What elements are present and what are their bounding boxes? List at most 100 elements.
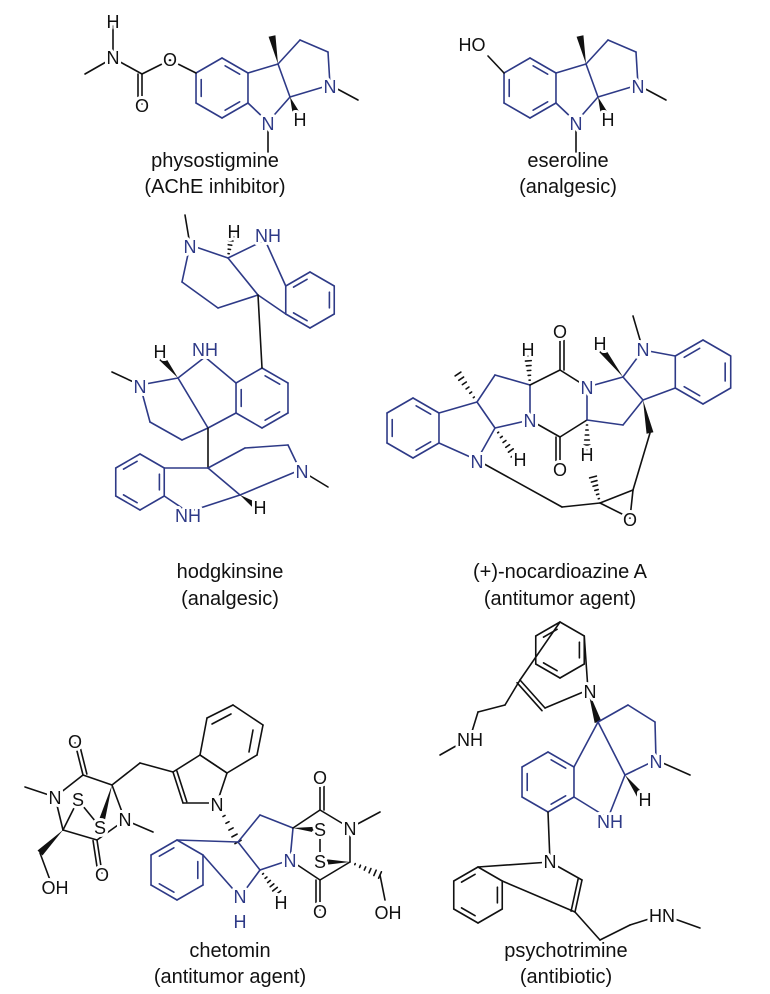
bond bbox=[261, 872, 265, 875]
bond bbox=[477, 861, 551, 868]
wedge-bond bbox=[268, 35, 278, 64]
bond bbox=[206, 704, 234, 719]
bond bbox=[257, 294, 263, 369]
bond bbox=[124, 819, 154, 833]
bond bbox=[176, 884, 204, 901]
bond bbox=[222, 814, 226, 818]
bond bbox=[228, 827, 234, 831]
wedge-bond bbox=[576, 35, 586, 64]
bond bbox=[373, 869, 377, 877]
bond bbox=[379, 874, 386, 901]
bond bbox=[599, 489, 634, 504]
atom-label: H bbox=[107, 12, 120, 32]
bond bbox=[96, 839, 103, 874]
bond bbox=[494, 419, 531, 429]
bond bbox=[227, 239, 234, 242]
atom-label: N bbox=[262, 114, 275, 134]
bond bbox=[607, 774, 626, 819]
bond bbox=[227, 239, 266, 259]
bond bbox=[671, 917, 701, 929]
bond bbox=[503, 57, 531, 74]
bond bbox=[412, 442, 440, 459]
bond bbox=[139, 384, 151, 423]
bond bbox=[227, 235, 236, 238]
bond bbox=[504, 443, 511, 449]
bond bbox=[452, 866, 479, 882]
bond bbox=[586, 376, 624, 388]
bond bbox=[476, 459, 563, 508]
bond bbox=[269, 883, 275, 888]
caption-hodgkinsine-activity: (analgesic) bbox=[181, 588, 279, 610]
bond bbox=[289, 84, 331, 98]
bond bbox=[176, 839, 204, 856]
atom-label: NH bbox=[192, 340, 218, 360]
atom-label: O bbox=[623, 510, 637, 530]
bond bbox=[172, 754, 201, 773]
bond bbox=[461, 381, 468, 386]
bond bbox=[207, 412, 237, 429]
bond bbox=[299, 39, 329, 53]
bond bbox=[503, 102, 531, 119]
bond bbox=[570, 878, 579, 912]
bond bbox=[642, 349, 677, 357]
bond bbox=[239, 469, 301, 496]
bond bbox=[597, 704, 629, 723]
bond bbox=[532, 65, 549, 75]
bond bbox=[559, 621, 586, 637]
bond bbox=[632, 315, 644, 351]
bond bbox=[438, 401, 478, 414]
bond bbox=[487, 55, 505, 74]
bond bbox=[259, 814, 294, 829]
bond bbox=[111, 784, 126, 821]
caption-chetomin-name: chetomin bbox=[189, 940, 270, 962]
bond bbox=[622, 349, 644, 378]
bond bbox=[176, 839, 239, 843]
bond bbox=[386, 397, 414, 414]
atom-label: NH bbox=[255, 226, 281, 246]
atom-label: N bbox=[471, 452, 484, 472]
bond bbox=[181, 427, 209, 441]
bond bbox=[264, 239, 287, 287]
bond bbox=[454, 371, 462, 377]
bond bbox=[561, 502, 601, 508]
atom-label: O bbox=[95, 865, 109, 885]
bond bbox=[415, 404, 432, 416]
atom-label: H bbox=[254, 498, 267, 518]
bond bbox=[257, 294, 287, 315]
bond bbox=[259, 859, 291, 871]
bond bbox=[309, 313, 336, 329]
caption-physostigmine-activity: (AChE inhibitor) bbox=[144, 176, 285, 198]
bond bbox=[189, 244, 229, 259]
bond bbox=[521, 751, 549, 768]
atom-label: N bbox=[184, 237, 197, 257]
bond bbox=[632, 432, 651, 491]
bond bbox=[624, 759, 657, 776]
bond bbox=[368, 867, 372, 874]
bond bbox=[219, 808, 222, 811]
bond bbox=[284, 271, 311, 287]
bond bbox=[158, 846, 175, 858]
bond bbox=[468, 391, 473, 395]
bond bbox=[573, 796, 609, 819]
bond bbox=[199, 717, 208, 756]
bond bbox=[542, 662, 558, 672]
bond bbox=[139, 762, 174, 773]
bond bbox=[622, 399, 644, 426]
bond bbox=[683, 385, 701, 397]
bond bbox=[597, 721, 626, 776]
bond bbox=[477, 866, 504, 882]
bond bbox=[235, 412, 263, 429]
bond bbox=[559, 663, 586, 679]
bond bbox=[62, 799, 79, 831]
atom-label: N bbox=[119, 810, 132, 830]
captions: physostigmine (AChE inhibitor) eseroline… bbox=[144, 150, 647, 988]
atom-label: S bbox=[314, 852, 326, 872]
bond bbox=[642, 387, 677, 401]
bond bbox=[472, 396, 476, 399]
bond bbox=[504, 679, 521, 706]
bond bbox=[499, 435, 504, 439]
bond bbox=[363, 866, 367, 871]
atom-label: O bbox=[135, 96, 149, 116]
bond bbox=[54, 796, 64, 831]
bond bbox=[415, 440, 432, 452]
